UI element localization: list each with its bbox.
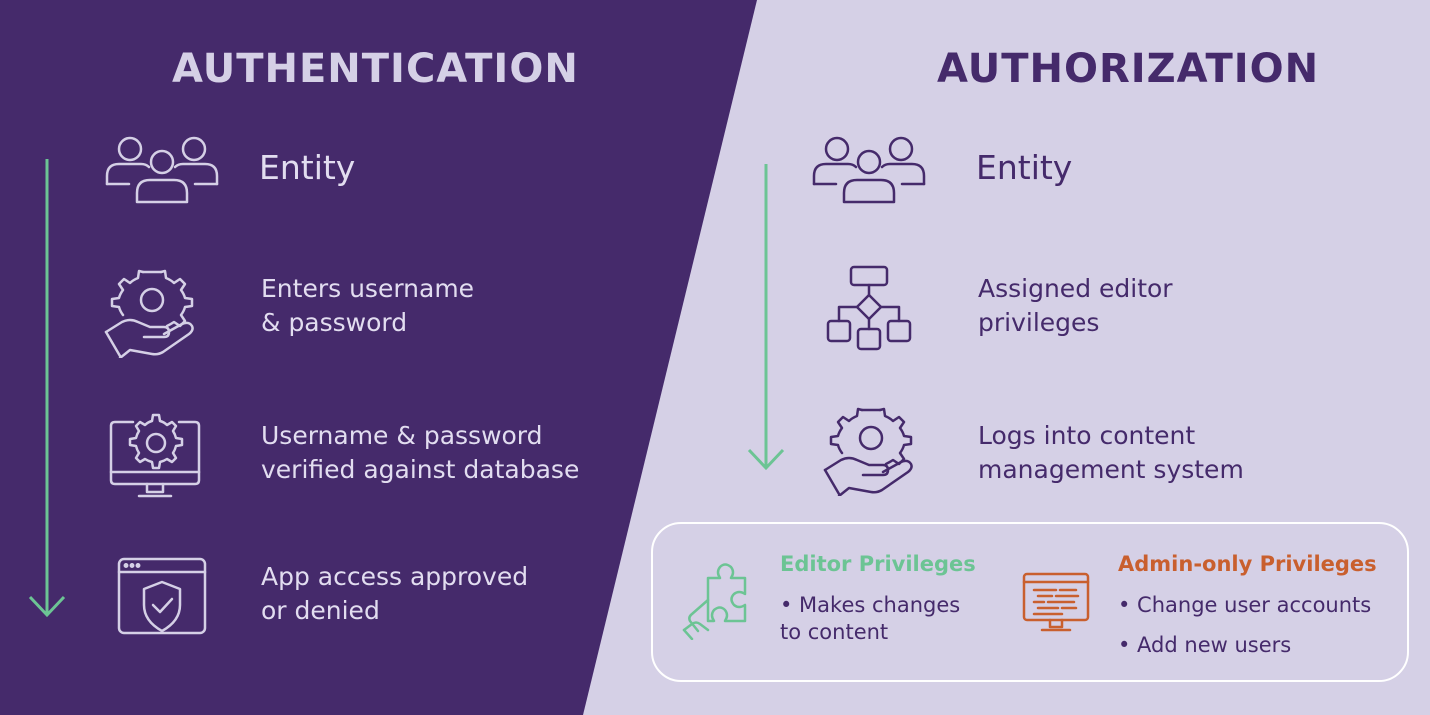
monitor-gear-icon bbox=[109, 413, 201, 498]
authorization-step-2: Assigned editor privileges bbox=[978, 274, 1173, 337]
authorization-title: AUTHORIZATION bbox=[937, 46, 1320, 92]
hand-gear-icon bbox=[823, 407, 913, 496]
authentication-step-1: Entity bbox=[259, 148, 356, 187]
browser-shield-icon bbox=[117, 557, 207, 635]
admin-privilege-item-1: • Change user accounts bbox=[1118, 593, 1372, 617]
puzzle-hand-icon bbox=[682, 563, 747, 640]
editor-privileges-title: Editor Privileges bbox=[780, 552, 976, 576]
authentication-step-3: Username & password verified against dat… bbox=[261, 421, 580, 484]
authentication-flow-arrow bbox=[28, 159, 66, 618]
privileges-box: Editor Privileges • Makes changes to con… bbox=[651, 522, 1409, 682]
authentication-panel bbox=[0, 0, 757, 715]
authentication-step-2: Enters username & password bbox=[261, 274, 475, 337]
admin-privileges-title: Admin-only Privileges bbox=[1118, 552, 1377, 576]
users-group-icon bbox=[812, 136, 926, 204]
authorization-step-1: Entity bbox=[976, 148, 1073, 187]
authorization-flow-arrow bbox=[747, 164, 785, 471]
authentication-step-4: App access approved or denied bbox=[261, 562, 529, 625]
admin-privilege-item-2: • Add new users bbox=[1118, 633, 1292, 657]
editor-privilege-item-1: • Makes changes to content bbox=[780, 593, 961, 644]
hand-gear-icon bbox=[104, 269, 194, 358]
authentication-title: AUTHENTICATION bbox=[172, 46, 579, 92]
monitor-code-icon bbox=[1022, 572, 1090, 632]
users-group-icon bbox=[105, 136, 219, 204]
authorization-step-3: Logs into content management system bbox=[978, 421, 1244, 484]
flowchart-icon bbox=[826, 265, 912, 351]
